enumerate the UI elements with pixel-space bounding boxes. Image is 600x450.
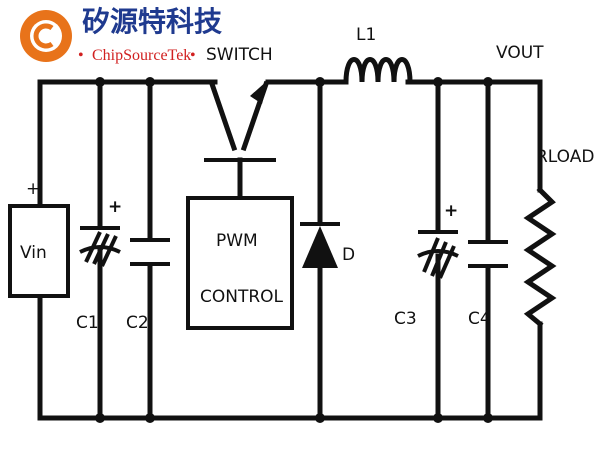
c3-plus-label: + [444,201,458,221]
logo-english-name: ChipSourceTek [92,47,191,64]
logo-chinese-name: 矽源特科技 [82,5,222,38]
c1-plus-label: + [108,197,122,217]
chipsourcetek-logo: 矽源特科技 ChipSourceTek • • [20,5,222,64]
resistor-rload [523,79,557,421]
c4-label: C4 [468,309,491,329]
pwm-control-box [186,196,294,330]
capacitor-c1 [79,77,121,423]
c3-label: C3 [394,309,417,329]
vin-source-box [8,204,70,298]
logo-c-shape [33,23,54,49]
pwm-label: PWM [216,231,258,251]
capacitor-c3 [417,77,459,423]
logo-dot-left: • [78,47,84,64]
logo-dot-right: • [190,47,196,64]
inductor-l1 [343,57,413,85]
diode-label: D [342,245,355,265]
c2-label: C2 [126,313,149,333]
diode-d [300,77,340,423]
capacitor-c4 [468,77,508,423]
c1-label: C1 [76,313,99,333]
switch-arrow-icon [250,80,268,104]
inductor-label: L1 [356,25,376,45]
switch-label: SWITCH [206,45,273,65]
vin-label: Vin [20,243,47,263]
vout-label: VOUT [496,43,544,63]
switch-transistor [204,80,276,201]
vin-plus-label: + [26,179,40,199]
rload-label: RLOAD [536,147,594,167]
pwm-control-label: CONTROL [200,287,284,307]
capacitor-c2 [130,77,170,423]
